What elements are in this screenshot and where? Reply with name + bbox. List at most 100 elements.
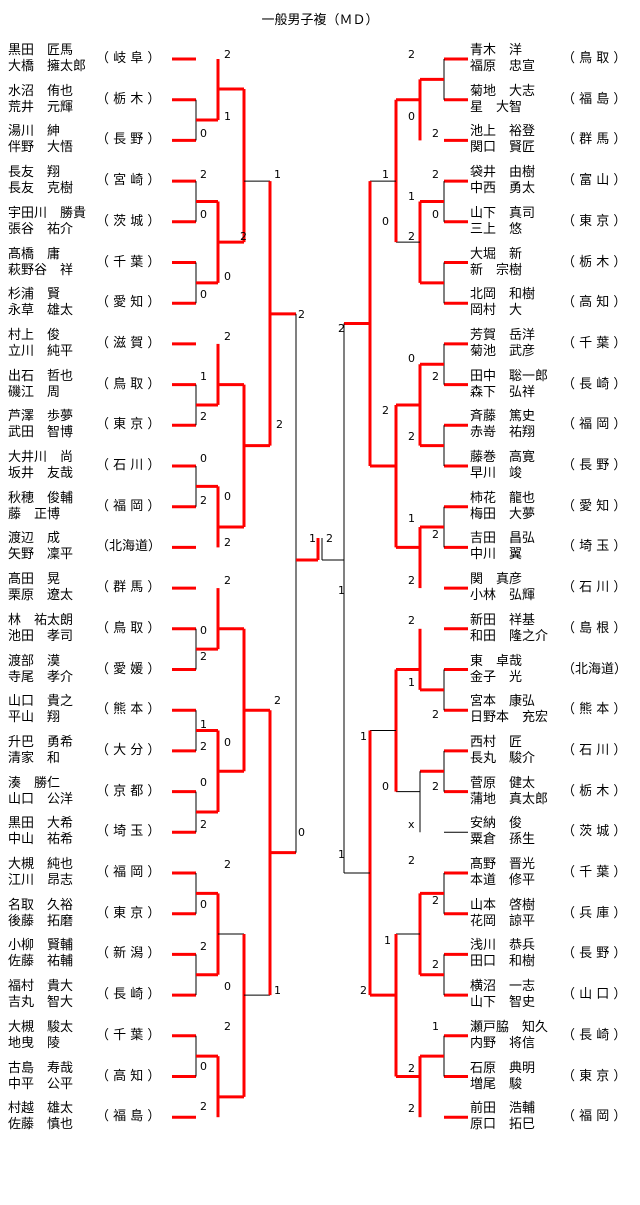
prefecture-label: （ 長 崎 ）: [562, 376, 627, 392]
player-name: 林 祐太朗: [8, 612, 74, 628]
left-team-entry: 小柳 賢輔佐藤 祐輔（ 新 潟 ）: [0, 937, 640, 971]
left-team-entry: 黒田 匠馬大橋 擁太郎（ 岐 阜 ）: [0, 42, 640, 76]
score-text: 2: [298, 308, 305, 321]
player-names: 渡部 漠寺尾 孝介: [8, 654, 73, 686]
prefecture-label: （ 長 野 ）: [96, 132, 161, 148]
player-name: 山下 智史: [470, 995, 536, 1011]
player-name: 佐藤 慎也: [8, 1117, 74, 1133]
player-name: 北岡 和樹: [470, 287, 536, 303]
player-name: 中川 翼: [470, 547, 523, 563]
prefecture-label: （ 埼 玉 ）: [96, 824, 161, 840]
prefecture-label: （ 愛 媛 ）: [96, 661, 161, 677]
right-team-entry: 髙野 晋光本道 修平（ 千 葉 ）: [0, 856, 640, 890]
player-name: 小柳 賢輔: [8, 938, 74, 954]
left-team-entry: 芦澤 歩夢武田 智博（ 東 京 ）: [0, 408, 640, 442]
prefecture-label: （ 福 岡 ）: [96, 498, 161, 514]
right-team-entry: 山下 真司三上 悠（ 東 京 ）: [0, 205, 640, 239]
player-names: 菊地 大志星 大智: [470, 84, 535, 116]
player-names: 大槻 駿太地曳 陵: [8, 1020, 73, 1052]
prefecture-label: （北海道）: [96, 539, 162, 555]
left-team-entry: 水沼 侑也荒井 元輝（ 栃 木 ）: [0, 83, 640, 117]
prefecture-label: （ 茨 城 ）: [96, 213, 161, 229]
player-name: 宮本 康弘: [470, 694, 536, 710]
prefecture-label: （ 栃 木 ）: [562, 254, 627, 270]
player-name: 関 真彦: [470, 572, 523, 588]
player-name: 寺尾 孝介: [8, 669, 74, 685]
player-name: 髙橋 庸: [8, 246, 61, 262]
player-names: 北岡 和樹岡村 大: [470, 287, 535, 319]
right-team-entry: 田中 聡一郎森下 弘祥（ 長 崎 ）: [0, 368, 640, 402]
prefecture-label: （ 大 分 ）: [96, 742, 161, 758]
player-name: 中西 勇太: [470, 181, 536, 197]
player-names: 芳賀 岳洋菊池 武彦: [470, 328, 535, 360]
right-team-entry: 柿花 龍也梅田 大夢（ 愛 知 ）: [0, 490, 640, 524]
player-names: 関 真彦小林 弘輝: [470, 572, 535, 604]
right-team-entry: 石原 典明増尾 駿（ 東 京 ）: [0, 1060, 640, 1094]
right-team-entry: 青木 洋福原 忠宣（ 鳥 取 ）: [0, 42, 640, 76]
score-text: 1: [224, 110, 231, 123]
left-team-entry: 出石 哲也磯江 周（ 鳥 取 ）: [0, 368, 640, 402]
player-names: 湊 勝仁山口 公洋: [8, 776, 73, 808]
score-text: 0: [224, 270, 231, 283]
score-text: 2: [224, 858, 231, 871]
player-name: 長友 克樹: [8, 181, 74, 197]
left-team-entry: 林 祐太朗池田 孝司（ 鳥 取 ）: [0, 612, 640, 646]
score-text: 0: [298, 826, 305, 839]
score-text: 2: [276, 418, 283, 431]
score-text: 0: [224, 736, 231, 749]
player-name: 村上 俊: [8, 327, 61, 343]
player-names: 吉田 昌弘中川 翼: [470, 531, 535, 563]
prefecture-label: （ 群 馬 ）: [96, 580, 161, 596]
prefecture-label: （ 群 馬 ）: [562, 132, 627, 148]
player-name: 金子 光: [470, 669, 523, 685]
right-team-entry: 斉藤 篤史赤嵜 祐翔（ 福 岡 ）: [0, 408, 640, 442]
prefecture-label: （ 島 根 ）: [562, 620, 627, 636]
right-team-entry: 新田 祥基和田 隆之介（ 島 根 ）: [0, 612, 640, 646]
prefecture-label: （ 栃 木 ）: [562, 783, 627, 799]
score-text: 0: [224, 490, 231, 503]
player-name: 永草 雄太: [8, 303, 74, 319]
player-names: 福村 貴大吉丸 智大: [8, 979, 73, 1011]
left-team-entry: 福村 貴大吉丸 智大 （ 長 崎 ）: [0, 978, 640, 1012]
prefecture-label: （ 長 崎 ）: [96, 987, 161, 1003]
score-text: 0: [200, 1060, 207, 1073]
right-team-entry: 芳賀 岳洋菊池 武彦（ 千 葉 ）: [0, 327, 640, 361]
score-text: 2: [200, 168, 207, 181]
score-text: 0: [408, 352, 415, 365]
right-team-entry: 安納 俊粟倉 孫生（ 茨 城 ）: [0, 815, 640, 849]
prefecture-label: （ 鳥 取 ）: [96, 620, 161, 636]
player-name: 山下 真司: [470, 205, 536, 221]
player-name: 湯川 紳: [8, 124, 61, 140]
score-text: 1: [200, 370, 207, 383]
prefecture-label: （ 兵 庫 ）: [562, 905, 627, 921]
player-names: 山口 貴之平山 翔: [8, 694, 73, 726]
left-team-entry: 山口 貴之平山 翔 （ 熊 本 ）: [0, 693, 640, 727]
right-team-entry: 瀬戸脇 知久内野 将信（ 長 崎 ）: [0, 1019, 640, 1053]
player-name: 張谷 祐介: [8, 221, 74, 237]
player-name: 山口 公洋: [8, 791, 74, 807]
player-name: 早川 竣: [470, 466, 523, 481]
prefecture-label: （ 熊 本 ）: [96, 702, 161, 718]
right-team-entry: 東 卓哉金子 光（北海道）: [0, 653, 640, 687]
left-team-entry: 古島 寿哉中平 公平 （ 高 知 ）: [0, 1060, 640, 1094]
right-team-entry: 池上 裕登関口 賢匠（ 群 馬 ）: [0, 123, 640, 157]
player-name: 磯江 周: [8, 384, 61, 400]
player-names: 東 卓哉金子 光: [470, 654, 522, 686]
left-team-entry: 髙田 晃栗原 遼太（ 群 馬 ）: [0, 571, 640, 605]
score-text: 1: [338, 584, 345, 597]
player-name: 福原 忠宣: [470, 59, 536, 74]
player-name: 江川 昂志: [8, 873, 74, 888]
left-team-entry: 湯川 紳伴野 大悟（ 長 野 ）: [0, 123, 640, 157]
player-names: 古島 寿哉中平 公平: [8, 1061, 73, 1093]
player-name: 中平 公平: [8, 1076, 74, 1092]
player-name: 蒲地 真太郎: [470, 791, 549, 807]
prefecture-label: （ 福 岡 ）: [562, 417, 627, 433]
prefecture-label: （ 長 崎 ）: [562, 1027, 627, 1043]
player-name: 花岡 諒平: [470, 913, 536, 929]
player-name: 菊池 武彦: [470, 343, 536, 359]
player-name: 増尾 駿: [470, 1076, 523, 1092]
prefecture-label: （ 高 知 ）: [96, 1068, 161, 1084]
score-text: 2: [432, 780, 439, 793]
player-name: 袋井 由樹: [470, 165, 536, 181]
prefecture-label: （ 栃 木 ）: [96, 91, 161, 107]
